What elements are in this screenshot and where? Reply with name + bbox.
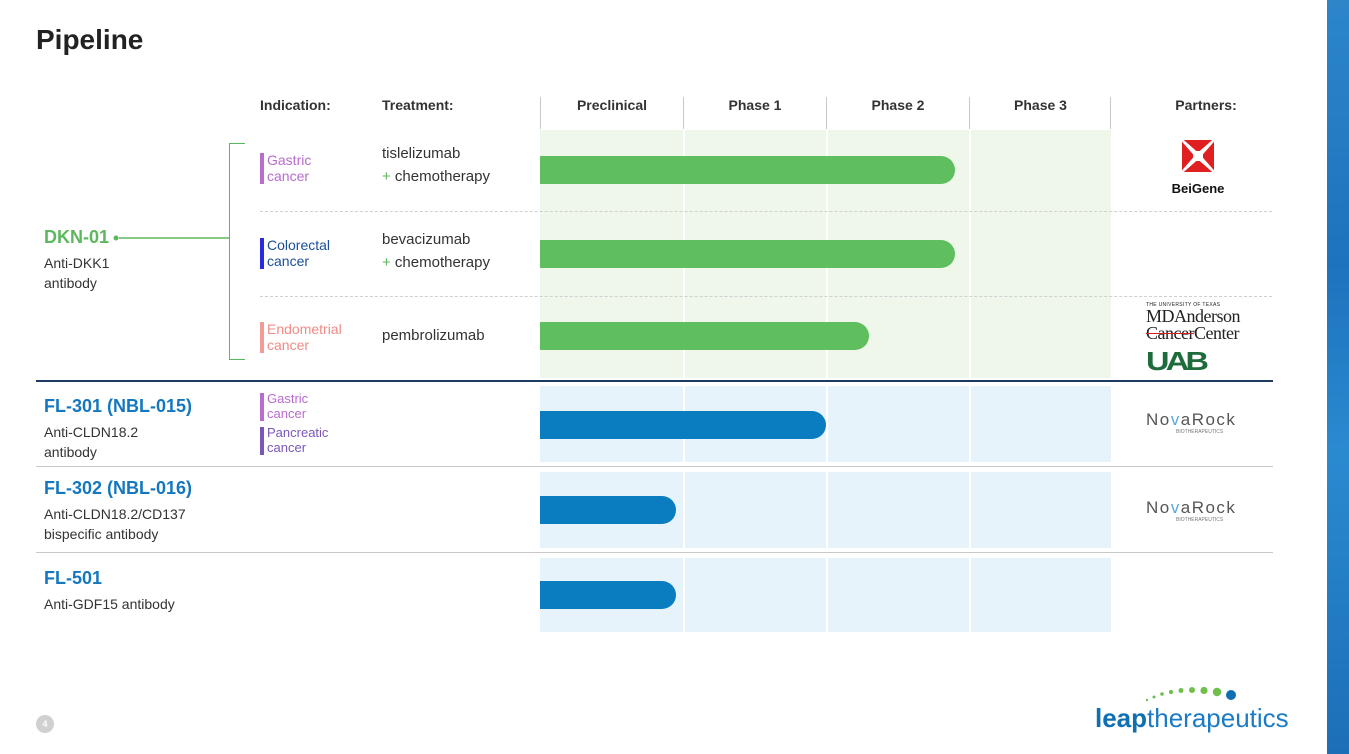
phase-grid-line: [969, 130, 971, 378]
section-divider: [36, 380, 1273, 382]
beigene-icon: [1181, 139, 1215, 173]
md-anderson-subtitle: THE UNIVERSITY OF TEXAS: [1146, 302, 1221, 308]
drug-desc-fl301-2: antibody: [44, 444, 97, 460]
drug-name-fl301: FL-301 (NBL-015): [44, 396, 193, 416]
novarock-subtitle: BIOTHERAPEUTICS: [1176, 517, 1224, 523]
header-divider: [683, 97, 684, 129]
progress-bar: [540, 581, 676, 609]
header-divider: [1110, 97, 1111, 129]
decorative-side-strip: [1327, 0, 1349, 754]
row-separator: [260, 296, 1272, 297]
phase-grid-line: [969, 472, 971, 548]
drug-desc-fl301-1: Anti-CLDN18.2: [44, 424, 139, 440]
leap-therapeutics-logo: leaptherapeutics: [1095, 686, 1289, 734]
indication-pancreatic: Pancreatic cancer: [267, 425, 329, 455]
progress-bar: [540, 156, 955, 184]
phase-grid-line: [826, 558, 828, 632]
header-partners: Partners:: [1175, 97, 1237, 113]
partner-md-anderson: THE UNIVERSITY OF TEXAS MDAnderson Cance…: [1146, 302, 1262, 342]
page-title: Pipeline: [36, 24, 144, 55]
header-preclinical: Preclinical: [576, 97, 648, 113]
treatment-row-2: bevacizumab + chemotherapy: [382, 231, 490, 271]
phase-grid-line: [683, 558, 685, 632]
phase-grid-line: [969, 558, 971, 632]
indication-swatch-pancreatic: [260, 427, 264, 455]
header-treatment: Treatment:: [382, 97, 454, 113]
header-divider: [826, 97, 827, 129]
drug-desc-fl302-2: bispecific antibody: [44, 526, 159, 542]
dkn01-bracket: [229, 143, 245, 360]
novarock-wordmark: NovaRock: [1146, 498, 1237, 517]
partner-novarock: NovaRock BIOTHERAPEUTICS: [1146, 498, 1262, 524]
header-divider: [540, 97, 541, 129]
progress-bar: [540, 240, 955, 268]
drug-desc-fl501: Anti-GDF15 antibody: [44, 596, 175, 612]
novarock-subtitle: BIOTHERAPEUTICS: [1176, 429, 1224, 435]
row-divider: [36, 466, 1273, 467]
header-indication: Indication:: [260, 97, 331, 113]
indication-swatch-colorectal: [260, 238, 264, 269]
md-anderson-wordmark: MDAnderson: [1146, 306, 1241, 326]
novarock-wordmark: NovaRock: [1146, 410, 1237, 429]
header-phase-3: Phase 3: [1014, 97, 1067, 113]
phase-grid-line: [683, 472, 685, 548]
row-separator: [260, 211, 1272, 212]
partner-novarock: NovaRock BIOTHERAPEUTICS: [1146, 410, 1262, 436]
drug-desc-dkn01-1: Anti-DKK1: [44, 255, 110, 271]
beigene-wordmark: BeiGene: [1171, 181, 1225, 196]
treatment-row-1: tislelizumab + chemotherapy: [382, 145, 490, 185]
page-number: 4: [36, 715, 54, 733]
indication-colorectal: Colorectal cancer: [267, 237, 331, 269]
phase-grid-line: [969, 386, 971, 462]
phase-grid-line: [826, 386, 828, 462]
progress-bar: [540, 411, 826, 439]
partner-beigene: BeiGene: [1168, 138, 1228, 196]
drug-desc-dkn01-2: antibody: [44, 275, 97, 291]
drug-desc-fl302-1: Anti-CLDN18.2/CD137: [44, 506, 186, 522]
md-anderson-center: CancerCenter: [1146, 323, 1239, 343]
drug-name-fl501: FL-501: [44, 568, 103, 588]
phase-grid-line: [826, 472, 828, 548]
progress-bar: [540, 496, 676, 524]
drug-name-dkn01: DKN-01: [44, 227, 110, 247]
row-divider: [36, 552, 1273, 553]
indication-gastric: Gastric cancer: [267, 391, 309, 421]
header-divider: [969, 97, 970, 129]
indication-swatch-gastric: [260, 393, 264, 421]
dots-arc-icon: [1145, 686, 1236, 702]
indication-gastric: Gastric cancer: [267, 152, 312, 184]
connector-dot-line: [113, 235, 230, 241]
partner-uab-logo: UAB: [1146, 346, 1209, 376]
indication-swatch-endometrial: [260, 322, 264, 353]
treatment-row-3: pembrolizumab: [382, 327, 485, 344]
header-phase-2: Phase 2: [871, 97, 925, 113]
indication-endometrial: Endometrial cancer: [267, 321, 342, 353]
progress-bar: [540, 322, 869, 350]
header-phase-1: Phase 1: [728, 97, 782, 113]
drug-name-fl302: FL-302 (NBL-016): [44, 478, 193, 498]
indication-swatch-gastric: [260, 153, 264, 184]
